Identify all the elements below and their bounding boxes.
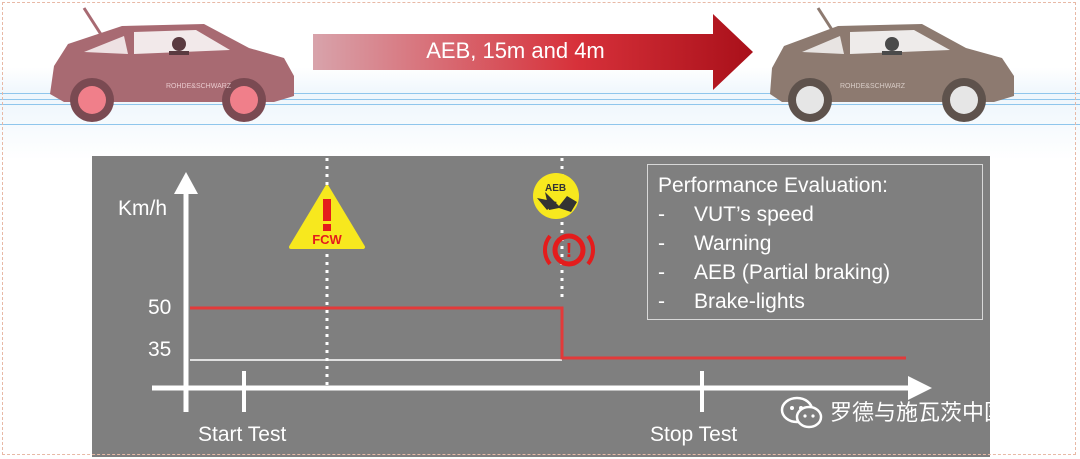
list-item: - VUT’s speed [658, 200, 972, 229]
aeb-banner-arrow: AEB, 15m and 4m [313, 14, 753, 90]
banner-label: AEB, 15m and 4m [426, 38, 605, 63]
evaluation-item-text: AEB (Partial braking) [694, 261, 891, 284]
road-line [0, 99, 1080, 100]
list-item: - Warning [658, 229, 972, 258]
y-tick-35: 35 [148, 338, 172, 361]
y-tick-50: 50 [148, 296, 172, 319]
aeb-icon: AEB [533, 173, 579, 219]
road-line [0, 124, 1080, 125]
target-car-icon: ROHDE&SCHWARZ [770, 7, 1014, 122]
list-dash: - [658, 290, 665, 313]
chat-bubble-icon [780, 396, 823, 429]
list-dash: - [658, 232, 665, 255]
evaluation-item-text: Brake-lights [694, 290, 805, 313]
stop-test-label: Stop Test [650, 423, 738, 446]
list-item: - Brake-lights [658, 287, 972, 316]
brake-warning-icon: ! [542, 233, 596, 267]
watermark: 罗德与施瓦茨中国 [780, 396, 1006, 430]
aeb-label: AEB [545, 183, 566, 194]
start-test-label: Start Test [198, 423, 287, 446]
y-axis-label: Km/h [118, 197, 168, 220]
performance-evaluation-box: Performance Evaluation: - VUT’s speed - … [647, 164, 983, 320]
list-dash: - [658, 261, 665, 284]
car-brand-text: ROHDE&SCHWARZ [840, 83, 906, 90]
road-line [0, 104, 1080, 105]
vut-car-icon: ROHDE&SCHWARZ [50, 7, 294, 122]
brake-warning-label: ! [566, 240, 573, 262]
car-brand-text: ROHDE&SCHWARZ [166, 83, 232, 90]
road-line [0, 93, 1080, 94]
x-axis-arrowhead [908, 376, 932, 400]
list-dash: - [658, 203, 665, 226]
y-axis-arrowhead [174, 172, 198, 194]
evaluation-title: Performance Evaluation: [658, 174, 888, 197]
evaluation-item-text: VUT’s speed [694, 203, 814, 226]
fcw-label: FCW [312, 232, 342, 247]
warning-triangle-icon: FCW [289, 185, 365, 249]
evaluation-item-text: Warning [694, 232, 772, 255]
watermark-text: 罗德与施瓦茨中国 [830, 400, 1007, 425]
speed-profile-line [190, 306, 906, 360]
list-item: - AEB (Partial braking) [658, 258, 972, 287]
